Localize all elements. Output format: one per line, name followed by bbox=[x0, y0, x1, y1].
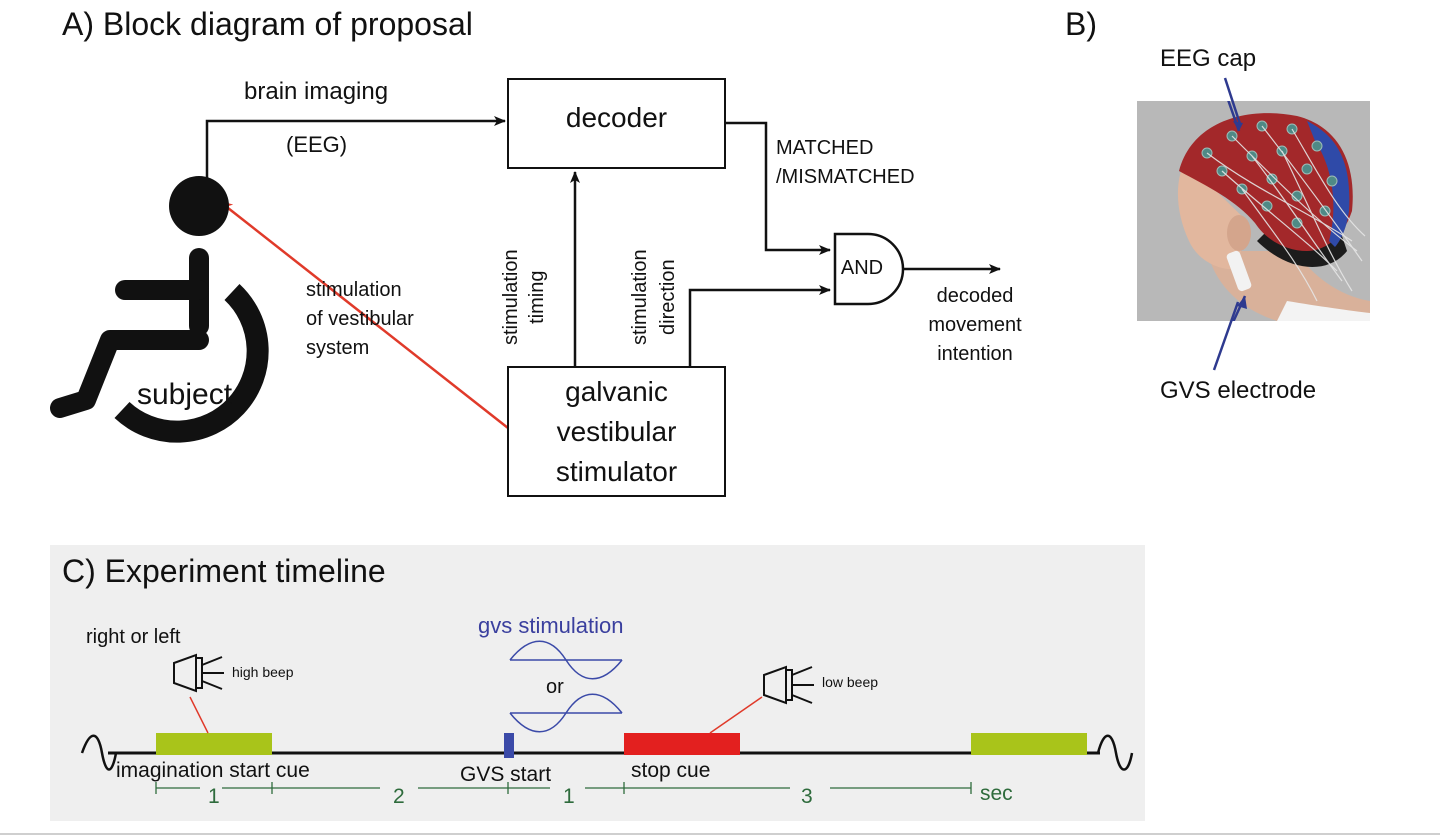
gvs-waveform-icon bbox=[509, 640, 623, 733]
matched-mismatched-label: MATCHED /MISMATCHED bbox=[776, 134, 915, 192]
wheelchair-subject-icon bbox=[50, 176, 269, 443]
gvs-label-line3: stimulator bbox=[555, 456, 678, 487]
stimulation-direction-label: stimulation direction bbox=[626, 249, 682, 345]
decoded-line2: movement bbox=[928, 314, 1022, 336]
matched-arrow bbox=[726, 121, 831, 255]
gvs-start-marker bbox=[504, 733, 514, 758]
stim-timing-line2: timing bbox=[526, 270, 548, 324]
gvs-box bbox=[507, 366, 726, 497]
stop-cue-bar bbox=[624, 733, 740, 755]
gvs-start-label: GVS start bbox=[460, 763, 552, 786]
or-label: or bbox=[546, 676, 564, 698]
right-or-left-label: right or left bbox=[86, 626, 181, 648]
high-beep-label: high beep bbox=[232, 664, 294, 680]
bottom-border bbox=[0, 833, 1440, 835]
vestibular-stimulation-label: stimulation of vestibular system bbox=[306, 276, 414, 363]
mismatched-label: /MISMATCHED bbox=[776, 166, 915, 188]
and-gate-shape bbox=[833, 232, 905, 306]
eeg-cap-label: EEG cap bbox=[1160, 45, 1257, 72]
vestibular-stimulation-arrow bbox=[218, 200, 509, 429]
high-beep-speaker-icon bbox=[173, 653, 224, 693]
decoded-intention-label: decoded movement intention bbox=[905, 282, 1045, 369]
gvs-electrode-label: GVS electrode bbox=[1160, 377, 1317, 404]
matched-label: MATCHED bbox=[776, 137, 874, 159]
stop-cue-label: stop cue bbox=[631, 759, 711, 782]
next-cue-bar bbox=[971, 733, 1087, 755]
gvs-box-label: galvanic vestibular stimulator bbox=[507, 372, 726, 492]
stim-direction-line1: stimulation bbox=[629, 249, 651, 345]
photo-pointer-lines bbox=[1212, 77, 1242, 371]
eeg-label: (EEG) bbox=[286, 132, 348, 157]
panel-b-title: B) bbox=[1065, 6, 1097, 42]
vestibular-line1: stimulation bbox=[306, 279, 402, 301]
imagination-start-cue-label: imagination start cue bbox=[116, 759, 310, 782]
timeline-end-wave bbox=[1096, 734, 1134, 771]
vestibular-line2: of vestibular bbox=[306, 308, 414, 330]
decoder-box bbox=[507, 78, 726, 169]
duration-2: 2 bbox=[393, 785, 405, 808]
gvs-label-line1: galvanic bbox=[565, 376, 668, 407]
low-beep-speaker-icon bbox=[763, 665, 814, 705]
gvs-label-line2: vestibular bbox=[556, 416, 677, 447]
imagination-cue-bar bbox=[156, 733, 272, 755]
decoded-line3: intention bbox=[937, 343, 1013, 365]
stimulation-direction-arrow bbox=[688, 285, 831, 366]
brain-imaging-arrow bbox=[205, 116, 506, 178]
timeline-graphics bbox=[80, 640, 1134, 794]
duration-1: 1 bbox=[208, 785, 220, 808]
panel-a-title: A) Block diagram of proposal bbox=[62, 6, 473, 42]
stim-timing-line1: stimulation bbox=[500, 249, 522, 345]
vestibular-line3: system bbox=[306, 337, 370, 359]
eeg-cap-photo bbox=[1137, 101, 1370, 321]
head-with-eeg-cap-image bbox=[1137, 101, 1370, 321]
experiment-timeline-panel bbox=[50, 545, 1145, 821]
stimulation-timing-label: stimulation timing bbox=[498, 249, 550, 345]
duration-3: 1 bbox=[563, 785, 575, 808]
decoder-label: decoder bbox=[565, 102, 668, 133]
sec-label: sec bbox=[980, 782, 1013, 805]
block-diagram-graphics bbox=[50, 116, 1001, 443]
gvs-stimulation-label: gvs stimulation bbox=[478, 613, 624, 638]
timeline-start-wave bbox=[80, 734, 118, 771]
and-gate-label: AND bbox=[840, 257, 884, 279]
low-beep-label: low beep bbox=[822, 674, 879, 690]
duration-4: 3 bbox=[801, 785, 813, 808]
brain-imaging-label: brain imaging bbox=[244, 78, 389, 105]
stim-direction-line2: direction bbox=[657, 259, 679, 335]
panel-c-title: C) Experiment timeline bbox=[62, 553, 386, 589]
decoded-line1: decoded bbox=[936, 285, 1014, 307]
subject-label: subject bbox=[137, 378, 233, 411]
